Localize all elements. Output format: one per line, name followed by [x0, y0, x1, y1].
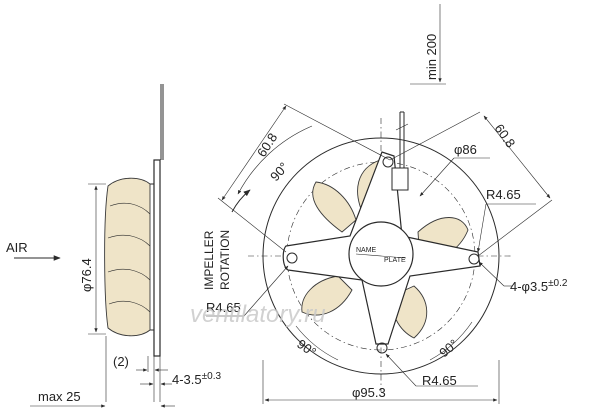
name-plate-label-plate: PLATE: [384, 257, 406, 264]
mount-hole-left: [286, 252, 298, 264]
side-frame: [153, 159, 161, 357]
dim-diameter-86: φ86: [454, 142, 477, 157]
impeller-rotation-label-2: ROTATION: [218, 230, 232, 290]
dim-r-bottom: R4.65: [422, 373, 457, 388]
dim-max-depth: max 25: [38, 389, 81, 404]
mount-hole-top: [382, 156, 394, 168]
angle-top: 90°: [267, 159, 291, 184]
dim-r-left: R4.65: [206, 300, 241, 315]
front-view: NAME PLATE: [248, 111, 512, 392]
watermark: ventilatory.ru: [190, 301, 326, 328]
dim-diameter-76-4: φ76.4: [79, 258, 94, 292]
dim-diameter-95-3: φ95.3: [352, 385, 386, 400]
dim-2: (2): [113, 354, 129, 369]
mount-hole-right: [468, 253, 480, 265]
side-blades: [104, 177, 151, 337]
connector: [391, 167, 409, 191]
hub-name-plate: [348, 221, 414, 287]
side-lead-wire: [160, 84, 164, 160]
side-view: φ76.4 AIR (2) 4-3.5±0.3 max 25: [6, 84, 221, 408]
air-label: AIR: [6, 240, 28, 255]
lead-wire: [399, 111, 405, 168]
name-plate-label-name: NAME: [356, 247, 377, 254]
impeller-rotation-label-1: IMPELLER: [202, 230, 216, 290]
rotation-arrow: [231, 189, 251, 213]
dim-right-60-8: 60.8: [492, 121, 519, 150]
mount-hole-bottom: [376, 342, 388, 354]
dim-r-top-right: R4.65: [486, 187, 521, 202]
dim-min-lead: min 200: [424, 34, 439, 80]
dim-side-holes: 4-3.5±0.3: [172, 371, 221, 387]
dim-holes: 4-φ3.5±0.2: [510, 278, 568, 294]
